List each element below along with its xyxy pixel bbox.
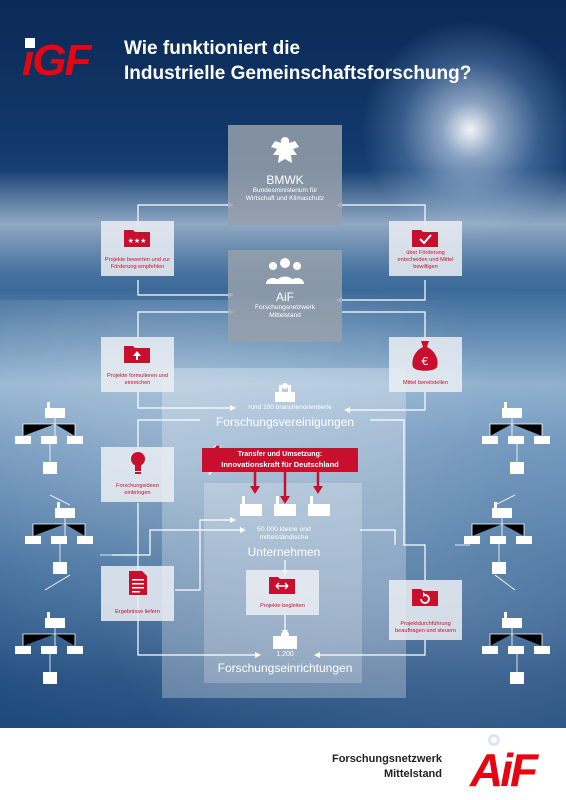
cloud-band bbox=[0, 300, 566, 800]
footer-line-1: Forschungsnetzwerk bbox=[331, 753, 442, 765]
igf-logo-square bbox=[25, 38, 35, 48]
folder-arrows-icon bbox=[269, 577, 295, 594]
folder-upload-icon bbox=[124, 346, 150, 363]
people-group-icon bbox=[266, 258, 304, 284]
title-line-1: Wie funktioniert die bbox=[124, 38, 301, 59]
factories-icon bbox=[240, 496, 330, 516]
left-network-icon bbox=[15, 402, 93, 684]
transfer-banner: Transfer und Umsetzung: Innovationskraft… bbox=[202, 448, 358, 472]
aif-box: AiF Forschungsnetzwerk Mittelstand bbox=[228, 250, 342, 342]
folder-check-icon bbox=[412, 230, 438, 247]
folder-stars-icon: ★★★ bbox=[124, 230, 150, 247]
label-projekte-bewerten: Projekte bewerten und zur Förderung empf… bbox=[104, 257, 171, 270]
title-line-2: Industrielle Gemeinschaftsforschung? bbox=[124, 63, 472, 84]
footer-area bbox=[0, 728, 566, 800]
box-projekte-bewerten: ★★★ Projekte bewerten und zur Förderung … bbox=[101, 221, 174, 276]
bmwk-box: BMWK Bundesministerium für Wirtschaft un… bbox=[228, 125, 342, 225]
bmwk-abbr: BMWK bbox=[266, 173, 304, 187]
fv-name: Forschungsvereinigungen bbox=[215, 415, 355, 429]
box-projektdurchfuehrung: Projektdurchführung beauftragen und steu… bbox=[389, 580, 462, 640]
aif-logo-text: AiF bbox=[469, 744, 540, 792]
right-network-icon bbox=[464, 402, 550, 684]
lightbulb-icon bbox=[131, 452, 145, 474]
research-name: Forschungseinrichtungen bbox=[217, 661, 353, 675]
label-projekte-formulieren: Projekte formulieren und einreichen bbox=[107, 373, 168, 386]
box-foerderung-entscheiden: über Förderung entscheiden und Mittel be… bbox=[389, 221, 462, 276]
research-count: 1.200 bbox=[276, 651, 294, 658]
label-projektdurchfuehrung: Projektdurchführung beauftragen und steu… bbox=[395, 621, 456, 634]
page-title: Wie funktioniert die Industrielle Gemein… bbox=[124, 36, 544, 86]
footer-text: Forschungsnetzwerk Mittelstand bbox=[332, 752, 442, 782]
igf-logo: iGF bbox=[22, 38, 112, 84]
box-ergebnisse: Ergebnisse liefern bbox=[101, 566, 174, 621]
aif-full: Forschungsnetzwerk Mittelstand bbox=[255, 304, 315, 319]
label-forschungsideen: Forschungsideen einbringen bbox=[116, 483, 159, 496]
folder-refresh-icon bbox=[412, 589, 438, 606]
aif-logo: AiF bbox=[469, 734, 543, 792]
aif-abbr: AiF bbox=[276, 290, 294, 304]
banner-line-1: Transfer und Umsetzung: bbox=[237, 451, 323, 458]
companies-count: 50.000 kleine und mittelständische bbox=[257, 526, 311, 541]
box-projekte-begleiten: Projekte begleiten bbox=[246, 570, 319, 615]
money-bag-euro-icon: € bbox=[412, 341, 438, 371]
banner-line-2: Innovationskraft für Deutschland bbox=[221, 460, 339, 469]
svg-text:€: € bbox=[422, 355, 429, 368]
box-forschungsideen: Forschungsideen einbringen bbox=[101, 447, 174, 502]
label-ergebnisse: Ergebnisse liefern bbox=[115, 609, 160, 615]
bmwk-full: Bundesministerium für Wirtschaft und Kli… bbox=[245, 187, 325, 202]
research-association-icon bbox=[275, 383, 295, 402]
research-institute-icon bbox=[273, 631, 297, 649]
fv-count: rund 100 branchenorientierte bbox=[248, 404, 332, 411]
box-projekte-formulieren: Projekte formulieren und einreichen bbox=[101, 337, 174, 392]
footer-line-2: Mittelstand bbox=[383, 768, 442, 780]
federal-eagle-icon bbox=[271, 137, 299, 163]
document-icon bbox=[129, 571, 147, 595]
svg-text:★★★: ★★★ bbox=[128, 237, 147, 245]
box-mittel-bereitstellen: € Mittel bereitstellen bbox=[389, 337, 462, 392]
label-projekte-begleiten: Projekte begleiten bbox=[260, 603, 305, 609]
label-foerderung-entscheiden: über Förderung entscheiden und Mittel be… bbox=[397, 250, 454, 270]
companies-name: Unternehmen bbox=[247, 545, 321, 559]
label-mittel-bereitstellen: Mittel bereitstellen bbox=[402, 380, 449, 386]
